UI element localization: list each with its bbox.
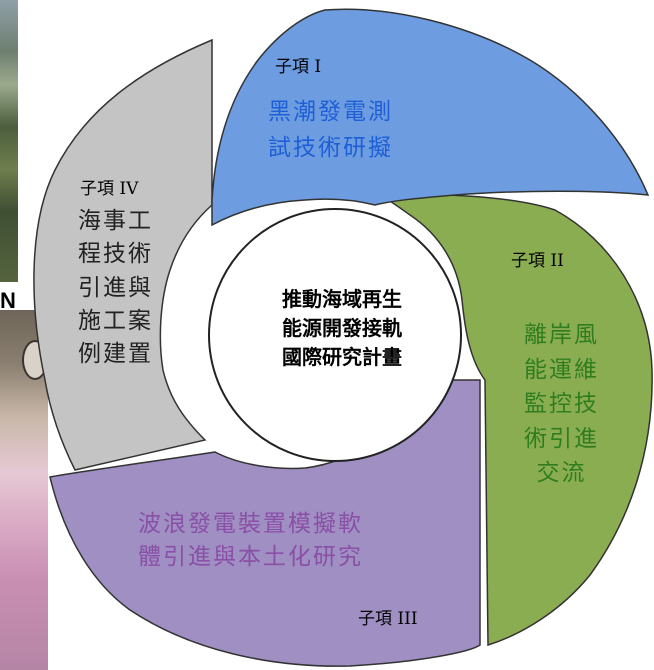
- segment-2-title: 離岸風 能運維 監控技 術引進 交流: [524, 322, 599, 486]
- center-circle: [208, 208, 462, 462]
- segment-2-subtitle: 子項 II: [511, 251, 564, 271]
- segment-2-shape: [377, 193, 653, 647]
- segment-4-title: 海事工 程技術 引進與 施工案 例建置: [78, 208, 153, 368]
- segment-3-title: 波浪發電裝置模擬軟 體引進與本土化研究: [138, 511, 363, 571]
- segment-3-subtitle: 子項 III: [358, 609, 418, 629]
- segment-1-title: 黑潮發電測 試技術研擬: [268, 99, 393, 161]
- segment-1-subtitle: 子項 I: [275, 57, 322, 77]
- center-title: 推動海域再生 能源開發接軌 國際研究計畫: [282, 287, 402, 369]
- background-text-fragment: N: [0, 288, 16, 313]
- segment-4-subtitle: 子項 IV: [80, 179, 139, 199]
- segment-4-shape: [33, 38, 213, 471]
- background-photo-top: [0, 0, 18, 282]
- segment-1-shape: [211, 8, 650, 227]
